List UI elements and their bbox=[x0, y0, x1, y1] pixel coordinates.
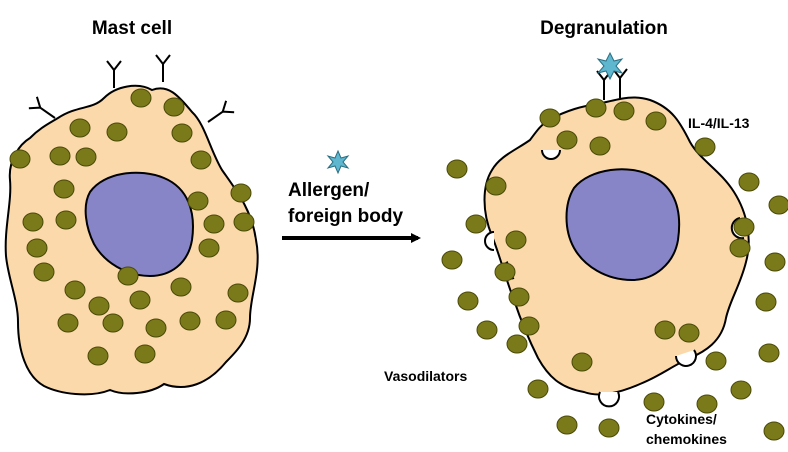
cytokines-label-line2: chemokines bbox=[646, 431, 727, 447]
antibody-y-icon bbox=[613, 69, 627, 98]
granule bbox=[56, 211, 76, 229]
granule bbox=[528, 380, 548, 398]
granule bbox=[131, 89, 151, 107]
granule bbox=[764, 422, 784, 440]
granule bbox=[216, 311, 236, 329]
granule bbox=[765, 253, 785, 271]
granule bbox=[188, 192, 208, 210]
right-title: Degranulation bbox=[540, 18, 668, 39]
granule bbox=[135, 345, 155, 363]
granule bbox=[730, 239, 750, 257]
granule bbox=[204, 215, 224, 233]
granule bbox=[759, 344, 779, 362]
granule bbox=[507, 335, 527, 353]
granule bbox=[644, 393, 664, 411]
antibody-y-icon bbox=[204, 101, 234, 128]
granule bbox=[199, 239, 219, 257]
granule bbox=[164, 98, 184, 116]
granule bbox=[228, 284, 248, 302]
granule bbox=[477, 321, 497, 339]
granule bbox=[171, 278, 191, 296]
arrow-label-line2: foreign body bbox=[288, 206, 403, 227]
granule bbox=[172, 124, 192, 142]
granule bbox=[540, 109, 560, 127]
granule bbox=[118, 267, 138, 285]
granule bbox=[734, 218, 754, 236]
granule bbox=[756, 293, 776, 311]
granule bbox=[695, 138, 715, 156]
granule bbox=[27, 239, 47, 257]
antibody-y-icon bbox=[156, 55, 170, 82]
granule bbox=[234, 213, 254, 231]
granule bbox=[107, 123, 127, 141]
granule bbox=[88, 347, 108, 365]
granule bbox=[180, 312, 200, 330]
granule bbox=[65, 281, 85, 299]
granule bbox=[519, 317, 539, 335]
granule bbox=[731, 381, 751, 399]
granule bbox=[466, 215, 486, 233]
granule bbox=[447, 160, 467, 178]
granule bbox=[10, 150, 30, 168]
granule bbox=[442, 251, 462, 269]
granule bbox=[506, 231, 526, 249]
granule bbox=[458, 292, 478, 310]
granule bbox=[655, 321, 675, 339]
granule bbox=[89, 297, 109, 315]
granule bbox=[739, 173, 759, 191]
granule bbox=[130, 291, 150, 309]
granule bbox=[557, 416, 577, 434]
granule bbox=[34, 263, 54, 281]
arrow-label-line1: Allergen/ bbox=[288, 180, 370, 201]
granule bbox=[769, 196, 788, 214]
granule bbox=[191, 151, 211, 169]
granule bbox=[599, 419, 619, 437]
granule bbox=[646, 112, 666, 130]
granule bbox=[706, 352, 726, 370]
granule bbox=[70, 119, 90, 137]
il-label: IL-4/IL-13 bbox=[688, 115, 750, 131]
granule bbox=[495, 263, 515, 281]
granule bbox=[557, 131, 577, 149]
left-title: Mast cell bbox=[92, 18, 172, 39]
granule bbox=[509, 288, 529, 306]
granule bbox=[486, 177, 506, 195]
antibody-y-icon bbox=[107, 61, 121, 88]
cytokines-label-line1: Cytokines/ bbox=[646, 411, 717, 427]
granule bbox=[50, 147, 70, 165]
granule bbox=[586, 99, 606, 117]
allergen-star-icon bbox=[328, 151, 348, 173]
granule bbox=[146, 319, 166, 337]
granule bbox=[58, 314, 78, 332]
granule bbox=[23, 213, 43, 231]
granule bbox=[572, 353, 592, 371]
granule bbox=[54, 180, 74, 198]
granule bbox=[103, 314, 123, 332]
granule bbox=[614, 102, 634, 120]
granule bbox=[231, 184, 251, 202]
granule bbox=[679, 324, 699, 342]
vasodilators-label: Vasodilators bbox=[384, 368, 467, 384]
granule bbox=[590, 137, 610, 155]
granule bbox=[76, 148, 96, 166]
